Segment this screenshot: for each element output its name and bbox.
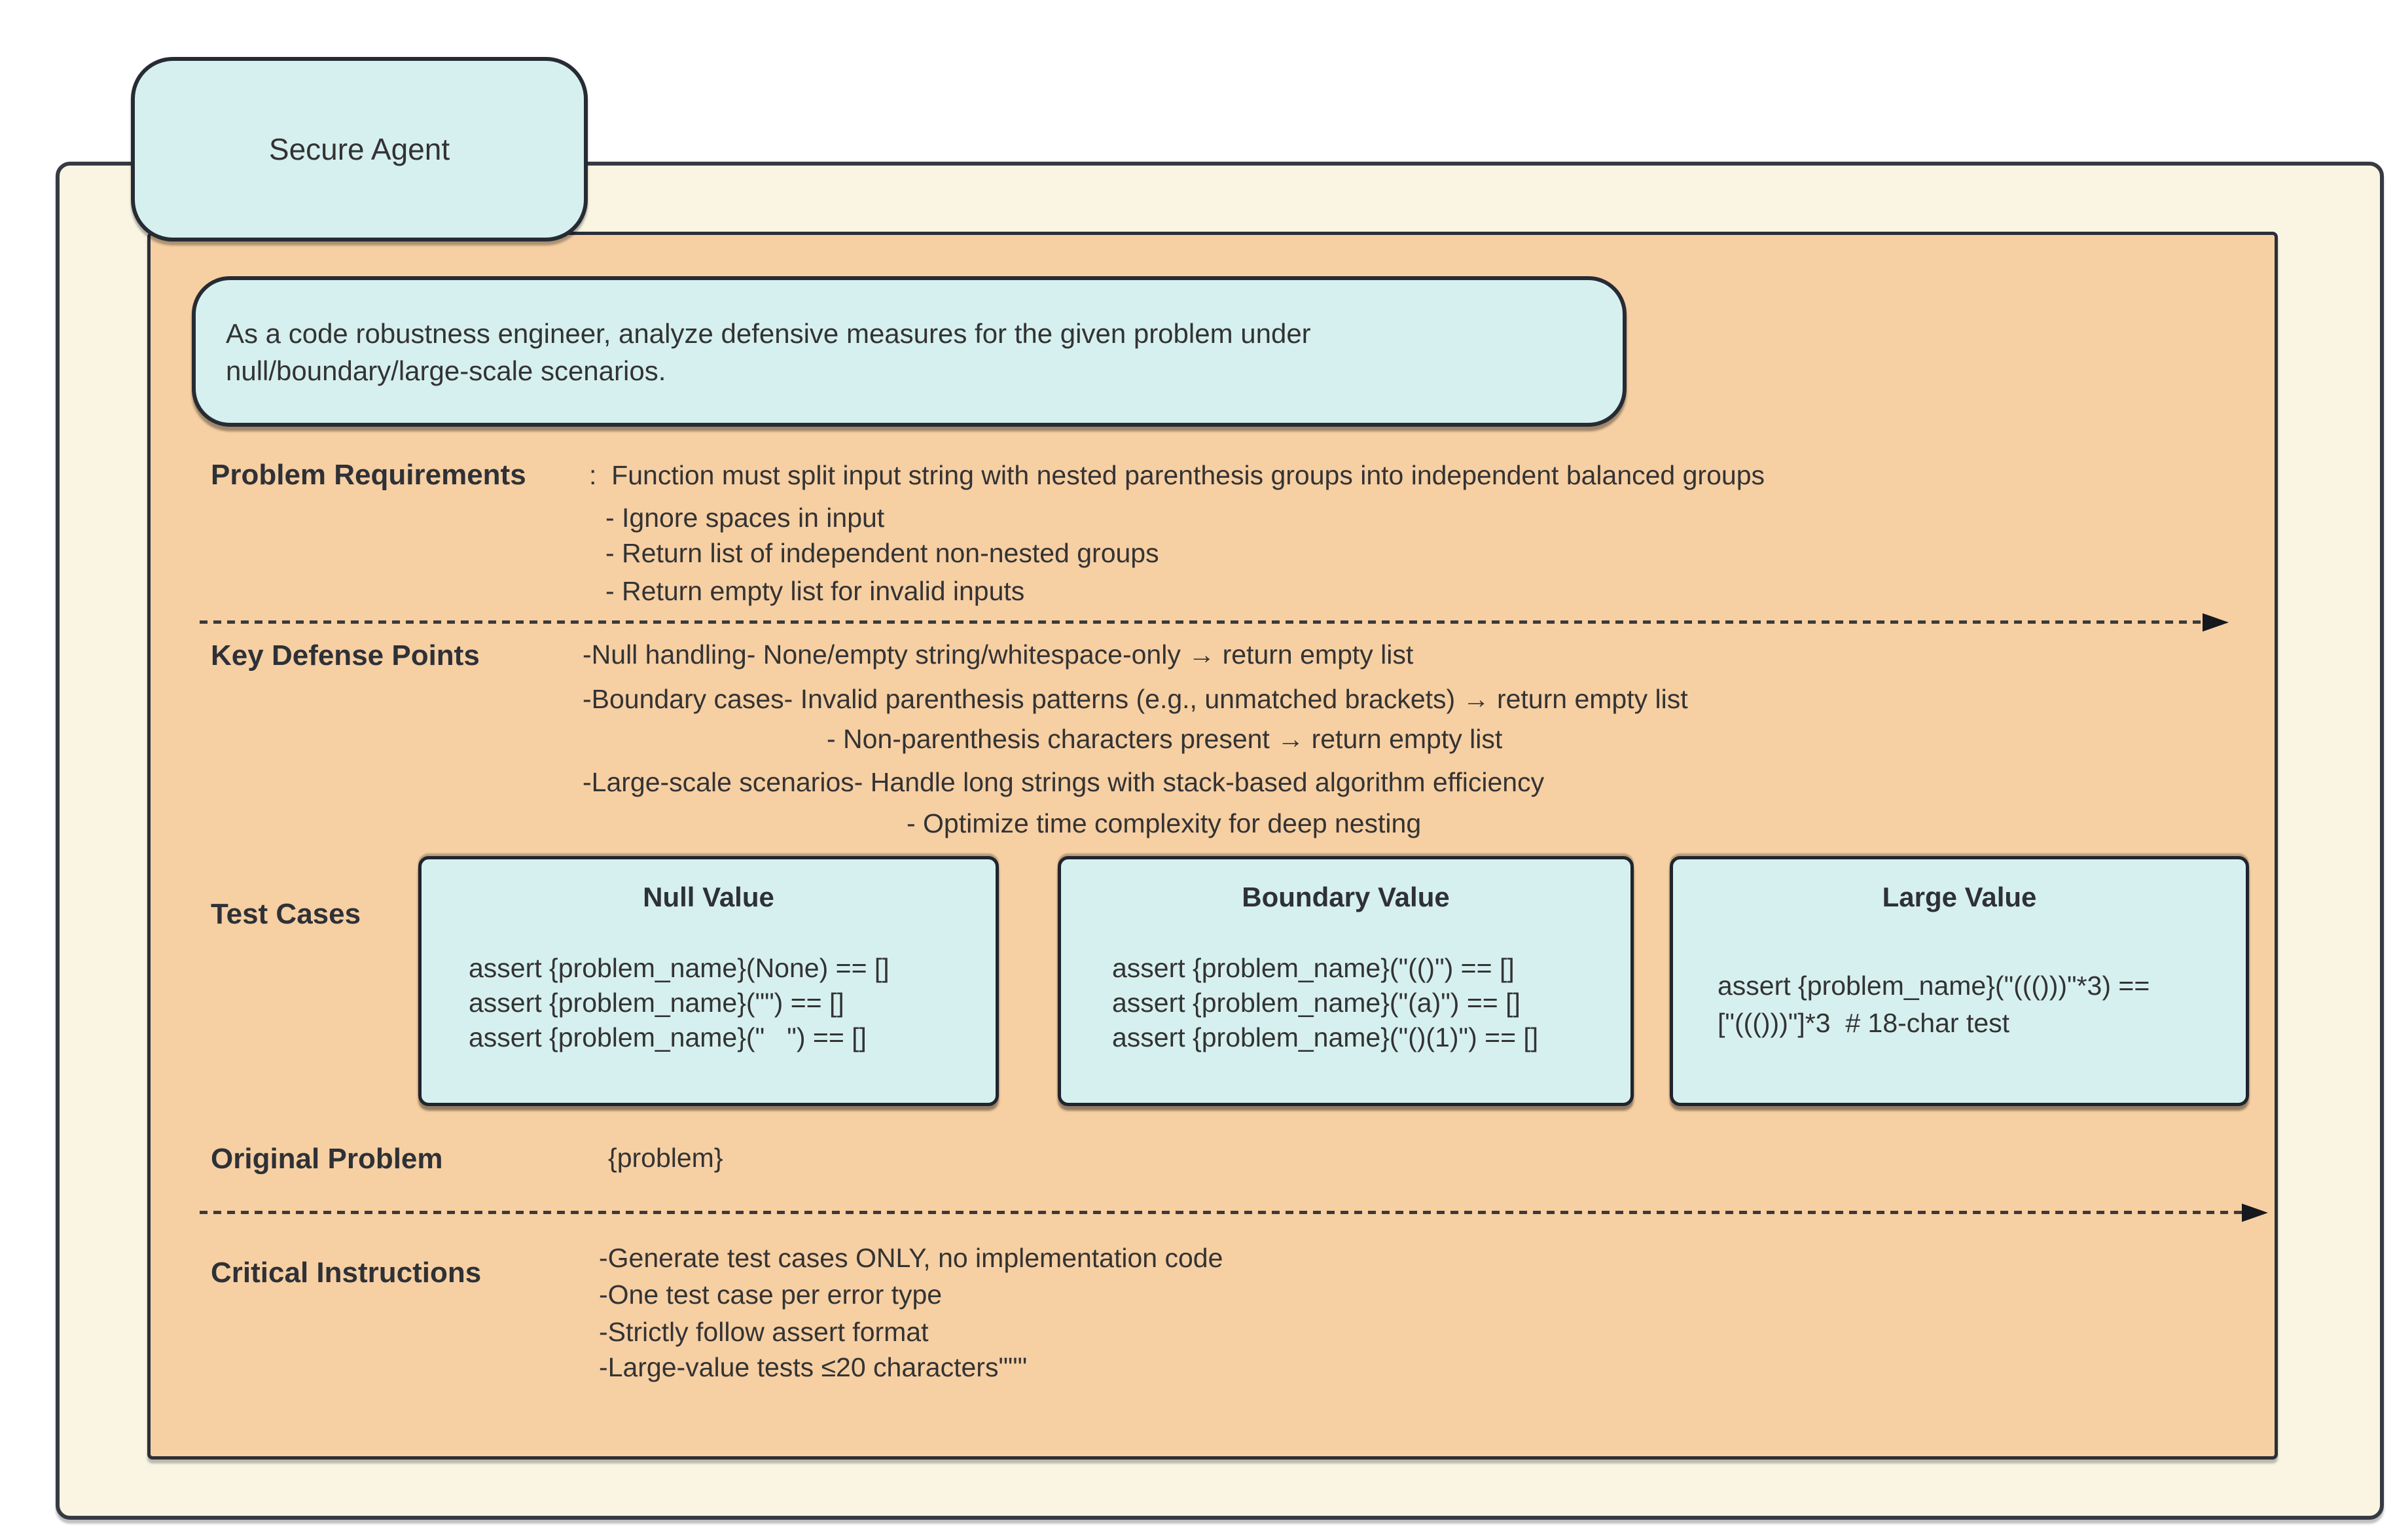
defense-point-line: -Large-scale scenarios- Handle long stri… (583, 767, 1545, 797)
defense-point-line: - Optimize time complexity for deep nest… (907, 808, 1422, 838)
test-case-asserts: assert {problem_name}(None) == [] assert … (469, 951, 890, 1055)
problem-requirement-bullet: - Ignore spaces in input (605, 503, 885, 533)
test-case-asserts: assert {problem_name}("(()") == [] assert… (1112, 951, 1538, 1055)
original-problem-value: {problem} (608, 1143, 723, 1173)
assert-line: assert {problem_name}("((()))"*3) == (1718, 971, 2150, 1001)
test-case-box-title: Large Value (1882, 882, 2037, 912)
assert-line: assert {problem_name}(" ") == [] (469, 1022, 867, 1052)
test-case-box-null: Null Value assert {problem_name}(None) =… (418, 856, 999, 1106)
defense-point-line: -Null handling- None/empty string/whites… (583, 639, 1414, 670)
intro-bubble: As a code robustness engineer, analyze d… (192, 276, 1627, 427)
problem-requirement-bullet: - Return list of independent non-nested … (605, 538, 1159, 568)
assert-line: assert {problem_name}("()(1)") == [] (1112, 1022, 1539, 1052)
section-label-key-defense-points: Key Defense Points (211, 639, 480, 672)
critical-instruction-line: -Generate test cases ONLY, no implementa… (599, 1243, 1223, 1273)
intro-line-1: As a code robustness engineer, analyze d… (226, 318, 1311, 349)
assert-line: assert {problem_name}("(()") == [] (1112, 953, 1515, 983)
test-case-box-title: Null Value (643, 882, 774, 912)
prompt-panel (147, 232, 2278, 1459)
section-label-critical-instructions: Critical Instructions (211, 1257, 482, 1289)
arrow-right-icon (2203, 613, 2229, 632)
assert-line: ["((()))"]*3 # 18-char test (1718, 1008, 2010, 1038)
assert-line: assert {problem_name}("(a)") == [] (1112, 988, 1521, 1018)
section-divider (200, 613, 2229, 632)
critical-instruction-line: -One test case per error type (599, 1280, 943, 1310)
section-divider (200, 1203, 2268, 1222)
section-label-test-cases: Test Cases (211, 898, 361, 930)
agent-title-box: Secure Agent (131, 57, 588, 242)
test-case-asserts: assert {problem_name}("((()))"*3) == ["((… (1718, 967, 2150, 1042)
defense-point-line: -Boundary cases- Invalid parenthesis pat… (583, 684, 1688, 714)
agent-title-label: Secure Agent (268, 132, 450, 166)
critical-instruction-line: -Strictly follow assert format (599, 1317, 929, 1347)
section-label-problem-requirements: Problem Requirements (211, 459, 526, 491)
assert-line: assert {problem_name}("") == [] (469, 988, 844, 1018)
test-case-box-large: Large Value assert {problem_name}("((())… (1670, 856, 2249, 1106)
intro-line-2: null/boundary/large-scale scenarios. (226, 355, 666, 386)
arrow-right-icon (2242, 1203, 2268, 1222)
assert-line: assert {problem_name}(None) == [] (469, 953, 890, 983)
defense-point-line: - Non-parenthesis characters present → r… (827, 724, 1503, 754)
section-label-original-problem: Original Problem (211, 1143, 443, 1175)
test-case-box-boundary: Boundary Value assert {problem_name}("((… (1058, 856, 1634, 1106)
problem-requirement-bullet: - Return empty list for invalid inputs (605, 576, 1025, 606)
critical-instruction-line: -Large-value tests ≤20 characters""" (599, 1352, 1028, 1382)
problem-requirements-main-line: : Function must split input string with … (589, 460, 1765, 490)
test-case-box-title: Boundary Value (1242, 882, 1450, 912)
